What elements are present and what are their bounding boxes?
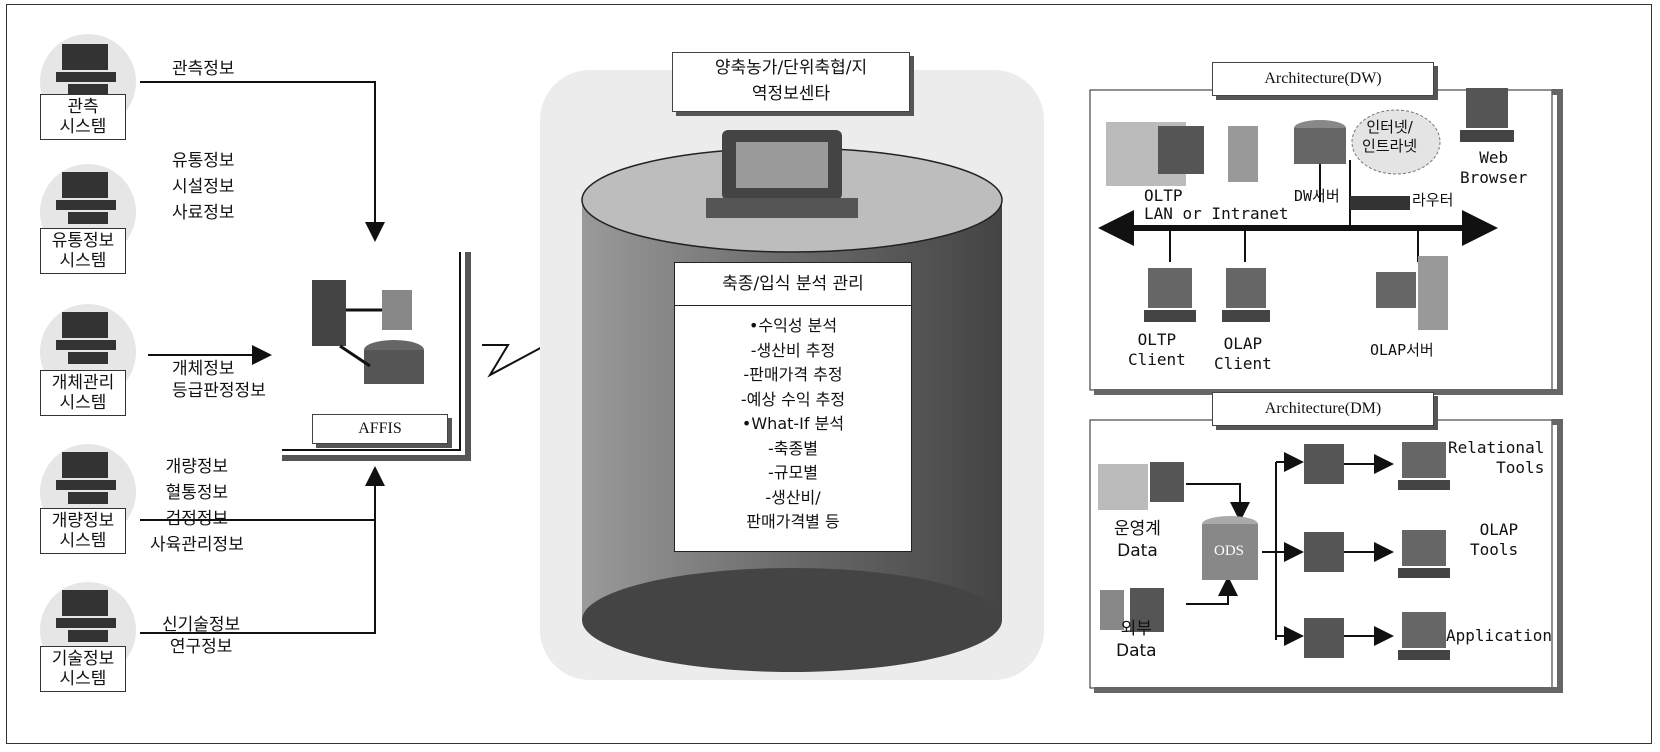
ops-data-label: 운영계 Data [1114, 519, 1161, 561]
relational-tools-label: Relational Tools [1448, 438, 1545, 477]
analysis-item: •What-If 분석 [741, 414, 845, 433]
flow-label-individual: 개체정보 등급판정정보 [172, 359, 266, 401]
analysis-item: •수익성 분석 [748, 316, 838, 335]
web-browser-label: Web Browser [1460, 148, 1528, 187]
system-label-individual: 개체관리 시스템 [40, 370, 126, 416]
olap-server-label: OLAP서버 [1370, 341, 1434, 359]
analysis-title: 축종/입식 분석 관리 [675, 263, 911, 306]
system-label-breeding: 개량정보 시스템 [40, 508, 126, 554]
system-label-technology: 기술정보 시스템 [40, 646, 126, 692]
internet-label: 인터넷/ 인트라넷 [1362, 118, 1418, 155]
dw-oltp-label: OLTP [1144, 186, 1183, 205]
external-data-label: 외부 Data [1116, 619, 1157, 661]
olap-tools-label: OLAP Tools [1470, 520, 1519, 559]
analysis-item: -생산비/ [765, 487, 821, 507]
analysis-item: -예상 수익 추정 [740, 389, 846, 409]
system-label-observation: 관측 시스템 [40, 94, 126, 140]
affis-server-icons [312, 280, 424, 384]
diagram-frame [6, 4, 1652, 744]
ods-label: ODS [1214, 543, 1245, 559]
dw-title: Architecture(DW) [1212, 62, 1434, 96]
dm-panel-frame [1089, 419, 1563, 693]
analysis-item: -생산비 추정 [750, 340, 836, 360]
router-label: 라우터 [1412, 191, 1454, 209]
analysis-item: -규모별 [768, 463, 818, 482]
flow-label-distribution: 유통정보 시설정보 사료정보 [172, 151, 235, 223]
analysis-item: -판매가격 추정 [743, 365, 843, 384]
affis-bracket [282, 252, 471, 461]
flow-arrows [140, 81, 385, 634]
olap-client-label: OLAP Client [1214, 334, 1272, 373]
oltp-client-label: OLTP Client [1128, 330, 1186, 369]
dm-title: Architecture(DM) [1212, 392, 1434, 426]
flow-label-technology: 신기술정보 연구정보 [162, 615, 241, 657]
analysis-item: -축종별 [768, 438, 818, 458]
dw-lan-label: LAN or Intranet [1144, 204, 1289, 223]
dw-panel-frame [1089, 88, 1563, 395]
application-label: Application [1446, 626, 1552, 645]
system-label-distribution: 유통정보 시스템 [40, 228, 126, 274]
affis-label: AFFIS [312, 414, 448, 444]
analysis-item: 판매가격별 등 [746, 512, 840, 531]
network-link [482, 344, 547, 378]
center-top-label: 양축농가/단위축협/지 역정보센타 [672, 52, 910, 112]
flow-label-observation: 관측정보 [172, 59, 235, 79]
flow-label-breeding: 개량정보 혈통정보 검정정보 사육관리정보 [150, 457, 244, 555]
analysis-box: 축종/입식 분석 관리 •수익성 분석 -생산비 추정 -판매가격 추정 -예상… [674, 262, 912, 552]
dw-server-label: DW서버 [1294, 187, 1340, 205]
